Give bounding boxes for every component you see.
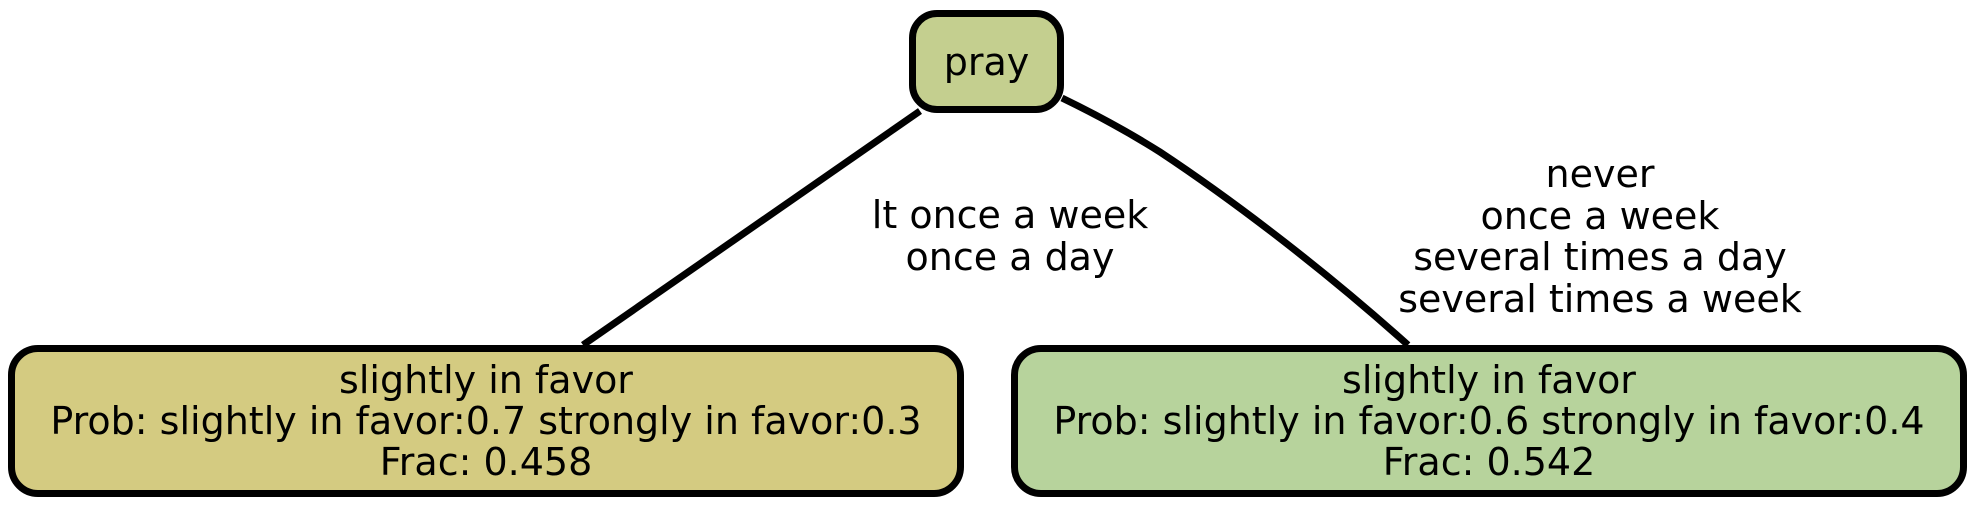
edge-label-left-line-1: lt once a week xyxy=(871,193,1149,237)
leaf-left-prob-text: Prob: slightly in favor:0.7 strongly in … xyxy=(50,398,922,443)
root-node-pray: pray xyxy=(909,10,1064,113)
edge-root-to-right-leaf xyxy=(1060,94,1411,348)
edge-label-right-line-3: several times a day xyxy=(1413,235,1787,279)
leaf-node-left: slightly in favor Prob: slightly in favo… xyxy=(8,345,964,497)
edge-label-right-line-1: never xyxy=(1545,152,1655,196)
leaf-node-right: slightly in favor Prob: slightly in favo… xyxy=(1011,345,1967,497)
edge-root-to-left-leaf xyxy=(581,108,922,348)
edge-label-left-line-2: once a day xyxy=(905,234,1115,279)
leaf-left-frac-text: Frac: 0.458 xyxy=(379,439,593,484)
root-node-label: pray xyxy=(943,39,1030,84)
leaf-left-class-label: slightly in favor xyxy=(339,357,633,402)
leaf-right-class-label: slightly in favor xyxy=(1342,357,1636,402)
edge-label-right-line-2: once a week xyxy=(1480,193,1720,238)
edge-label-right: never once a week several times a day se… xyxy=(1350,152,1850,321)
edge-label-right-line-4: several times a week xyxy=(1398,276,1802,321)
edge-label-left: lt once a week once a day xyxy=(800,193,1220,279)
leaf-right-prob-text: Prob: slightly in favor:0.6 strongly in … xyxy=(1053,398,1925,443)
leaf-right-frac-text: Frac: 0.542 xyxy=(1382,439,1596,484)
